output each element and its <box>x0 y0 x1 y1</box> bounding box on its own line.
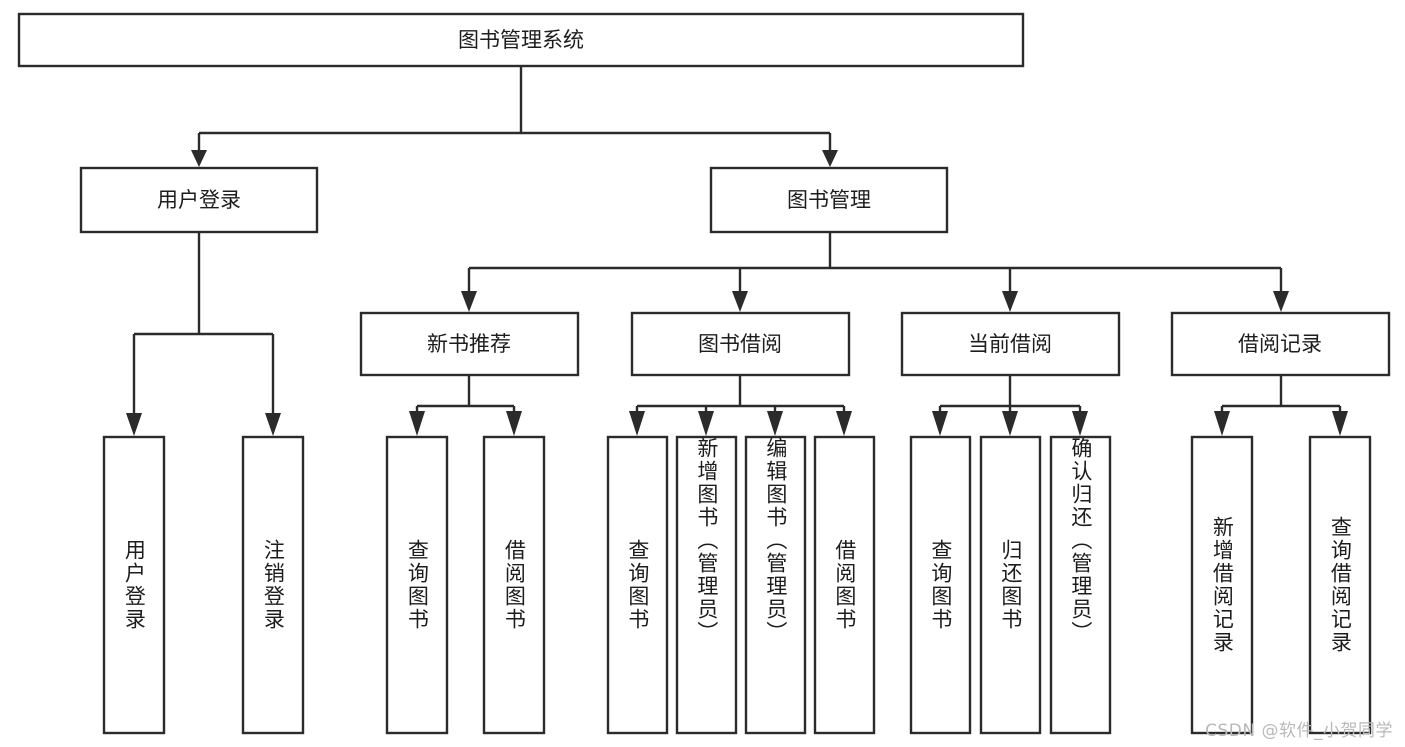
arrowhead-current-query <box>932 411 948 436</box>
arrowhead-new-book <box>461 291 477 312</box>
arrowhead-root-to-book-mgmt <box>822 150 838 167</box>
arrowhead-newbook-query <box>409 411 425 436</box>
leaf-box-borrow-add-book[interactable] <box>675 435 738 735</box>
arrowhead-borrow-borrow <box>836 411 852 436</box>
arrowhead-leaf-logout <box>265 413 281 436</box>
leaf-box-newbook-borrow-book[interactable] <box>482 435 546 735</box>
leaf-box-newbook-query-book[interactable] <box>385 435 449 735</box>
node-borrow-record-box[interactable] <box>1170 311 1391 377</box>
arrowhead-current-borrow <box>1002 291 1018 312</box>
leaf-box-logout[interactable] <box>241 435 305 735</box>
node-user-login[interactable]: 用户登录 <box>79 166 319 234</box>
arrowhead-borrow-record <box>1273 291 1289 312</box>
node-borrow-record[interactable]: 借阅记录 <box>1170 311 1391 377</box>
node-new-book-recommend[interactable]: 新书推荐 <box>359 311 580 377</box>
connector-group-user-login-to-leaves <box>126 232 281 436</box>
connector-group-new-book-to-leaves <box>409 375 522 436</box>
leaf-boxes <box>102 435 1372 735</box>
arrowhead-record-query <box>1332 411 1348 436</box>
arrowhead-borrow-book <box>732 291 748 312</box>
arrowhead-borrow-edit <box>767 411 783 436</box>
connector-group-borrow-book-to-leaves <box>629 375 852 436</box>
arrowhead-leaf-user-login <box>126 413 142 436</box>
node-current-borrow-label: 当前借阅 <box>968 332 1052 356</box>
connector-group-current-borrow-to-leaves <box>932 375 1088 436</box>
arrowhead-root-to-user-login <box>191 150 207 167</box>
node-book-borrow-box[interactable] <box>630 311 851 377</box>
node-current-borrow-box[interactable] <box>900 311 1121 377</box>
node-current-borrow[interactable]: 当前借阅 <box>900 311 1121 377</box>
node-root[interactable]: 图书管理系统 <box>17 12 1025 68</box>
node-user-login-box[interactable] <box>79 166 319 234</box>
connector-group-book-mgmt-to-level3 <box>461 232 1289 312</box>
leaf-box-user-login[interactable] <box>102 435 166 735</box>
connector-group-root-to-level2 <box>191 66 838 167</box>
node-user-login-label: 用户登录 <box>157 188 241 212</box>
leaf-box-record-query[interactable] <box>1308 435 1372 735</box>
arrowhead-borrow-query <box>629 411 645 436</box>
node-book-management-box[interactable] <box>709 166 949 234</box>
connector-group-borrow-record-to-leaves <box>1214 375 1348 436</box>
node-root-label: 图书管理系统 <box>458 28 584 52</box>
node-new-book-recommend-box[interactable] <box>359 311 580 377</box>
leaf-box-current-query-book[interactable] <box>909 435 972 735</box>
node-book-management[interactable]: 图书管理 <box>709 166 949 234</box>
leaf-box-current-confirm-return[interactable] <box>1049 435 1112 735</box>
csdn-watermark: CSDN @软件_小贺同学 <box>1205 721 1393 741</box>
node-book-borrow-label: 图书借阅 <box>698 332 782 356</box>
leaf-box-borrow-edit-book[interactable] <box>744 435 807 735</box>
node-book-borrow[interactable]: 图书借阅 <box>630 311 851 377</box>
leaf-box-borrow-borrow-book[interactable] <box>813 435 876 735</box>
node-new-book-recommend-label: 新书推荐 <box>427 332 511 356</box>
arrowhead-newbook-borrow <box>506 411 522 436</box>
arrowhead-current-return <box>1002 411 1018 436</box>
arrowhead-current-confirm <box>1072 411 1088 436</box>
arrowhead-borrow-add <box>698 411 714 436</box>
leaf-box-record-add[interactable] <box>1190 435 1254 735</box>
leaf-box-current-return-book[interactable] <box>979 435 1042 735</box>
node-root-box[interactable] <box>17 12 1025 68</box>
node-book-management-label: 图书管理 <box>787 188 871 212</box>
node-borrow-record-label: 借阅记录 <box>1238 332 1322 356</box>
leaf-box-borrow-query-book[interactable] <box>606 435 669 735</box>
arrowhead-record-add <box>1214 411 1230 436</box>
